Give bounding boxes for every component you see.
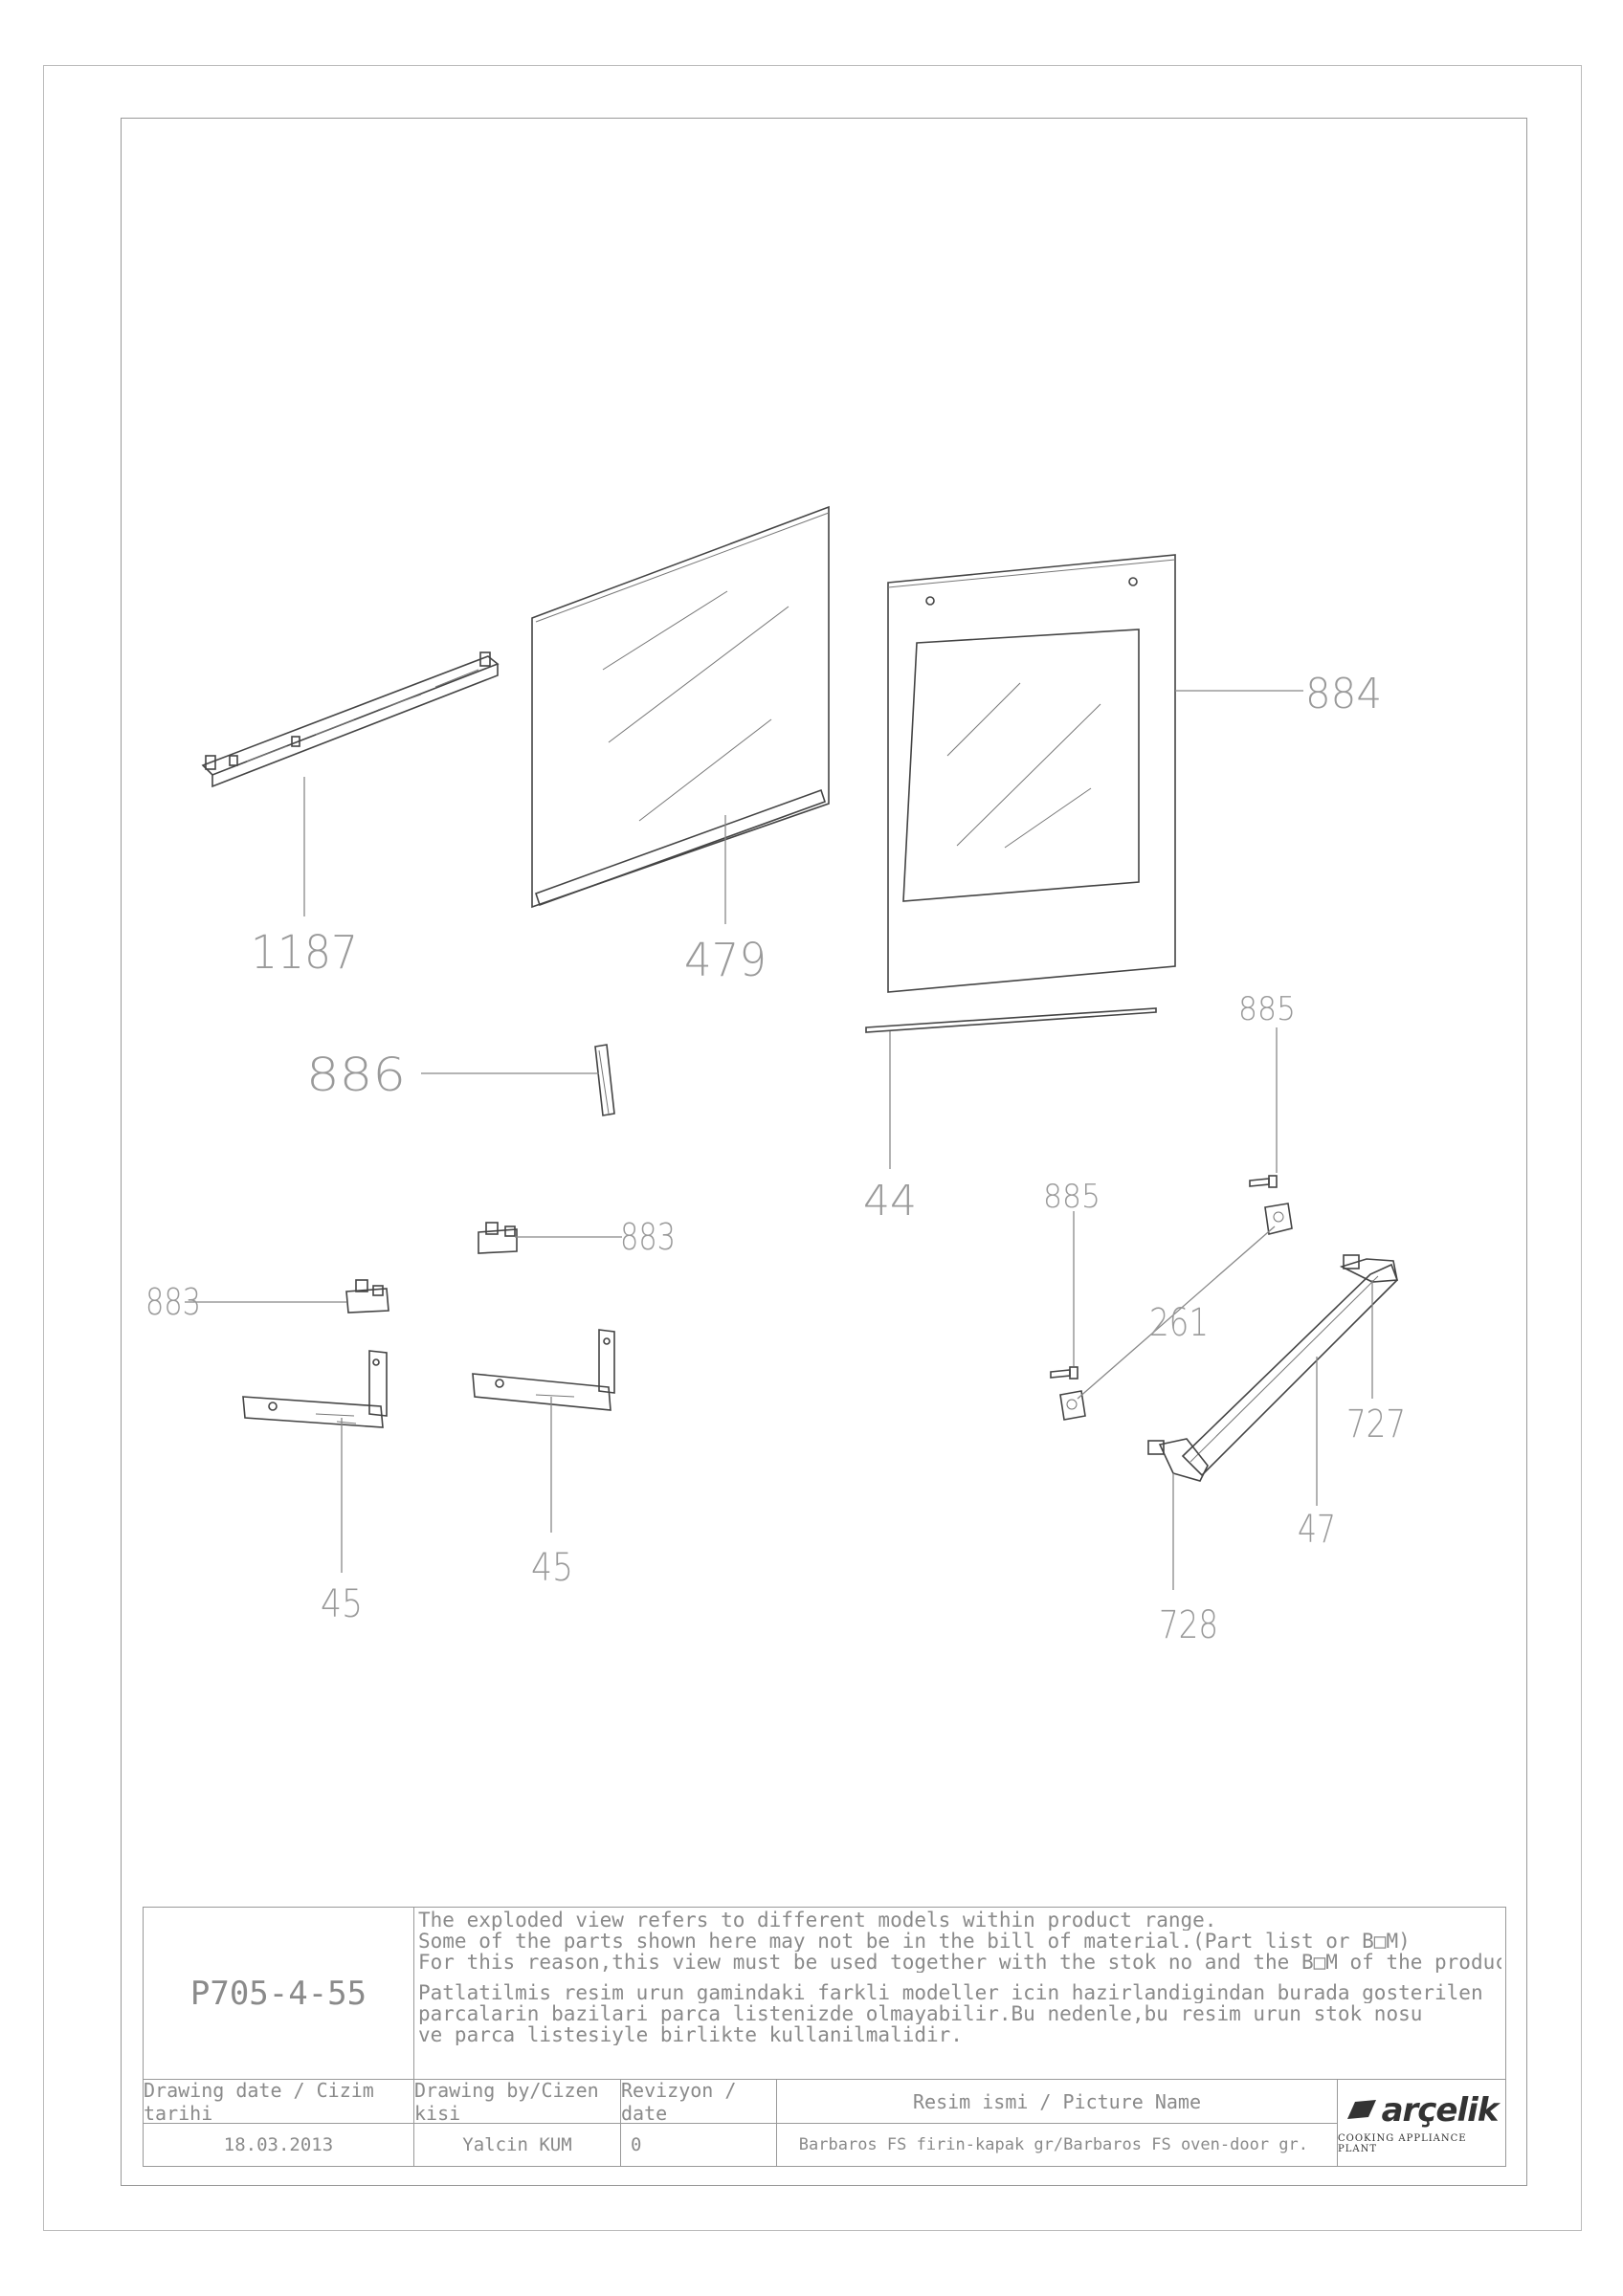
outer-frame — [43, 65, 1582, 2231]
header-revision: Revizyon / date — [621, 2079, 777, 2125]
logo-subtitle: COOKING APPLIANCE PLANT — [1338, 2133, 1467, 2154]
part-885-screw-mid — [1050, 1366, 1078, 1380]
callout-45-right: 45 — [531, 1546, 573, 1590]
callout-885-mid: 885 — [1043, 1178, 1101, 1216]
arcelik-logo: arçelik COOKING APPLIANCE PLANT — [1338, 2080, 1505, 2166]
callout-labels: 1187 479 884 886 885 44 883 883 885 261 … — [145, 670, 1406, 1647]
part-261-support-top — [1264, 1203, 1293, 1235]
part-1187-rail — [201, 651, 500, 788]
value-picture-name: Barbaros FS firin-kapak gr/Barbaros FS o… — [777, 2124, 1338, 2166]
callout-44: 44 — [863, 1177, 917, 1225]
part-884-outer-glass — [887, 554, 1176, 993]
part-883-left — [345, 1279, 389, 1314]
part-45-hinge-right — [472, 1329, 615, 1411]
value-drawing-date: 18.03.2013 — [144, 2124, 414, 2166]
callout-886: 886 — [306, 1049, 406, 1102]
header-drawing-by: Drawing by/Cizen kisi — [414, 2079, 621, 2125]
header-drawing-date: Drawing date / Cizim tarihi — [144, 2079, 414, 2125]
note-line: The exploded view refers to different mo… — [418, 1910, 1217, 1931]
value-revision: 0 — [621, 2124, 777, 2166]
drawing-code: P705-4-55 — [144, 1908, 414, 2080]
notes-panel: The exploded view refers to different mo… — [414, 1908, 1505, 2080]
callout-885-top: 885 — [1238, 990, 1296, 1028]
note-line: parcalarin bazilari parca listenizde olm… — [418, 2003, 1423, 2024]
part-886-pad — [594, 1044, 615, 1116]
part-261-support-bottom — [1059, 1390, 1086, 1421]
part-885-screw-top — [1249, 1175, 1278, 1188]
note-line: For this reason,this view must be used t… — [418, 1952, 1501, 1973]
callout-47: 47 — [1298, 1508, 1336, 1552]
drawing-border — [121, 118, 1527, 2186]
header-picture-name: Resim ismi / Picture Name — [777, 2080, 1338, 2124]
logo-swoosh-icon — [1346, 2100, 1376, 2119]
part-479-glass — [531, 505, 830, 909]
leader-lines — [185, 690, 1373, 1590]
callout-883-left: 883 — [145, 1281, 201, 1323]
logo-word: arçelik — [1381, 2091, 1500, 2130]
part-44-strip — [865, 1007, 1157, 1033]
part-727-end-cap — [1339, 1254, 1398, 1283]
callout-479: 479 — [684, 934, 767, 987]
callout-1187: 1187 — [251, 926, 358, 980]
part-883-upper — [478, 1222, 518, 1254]
callout-728: 728 — [1159, 1603, 1218, 1647]
part-45-hinge-left — [242, 1350, 388, 1428]
part-47-handle — [1181, 1263, 1398, 1477]
note-line: Some of the parts shown here may not be … — [418, 1931, 1411, 1952]
part-728-end-cap — [1147, 1438, 1209, 1482]
callout-261: 261 — [1149, 1301, 1209, 1345]
callout-883-upper: 883 — [620, 1216, 676, 1258]
title-block: P705-4-55 The exploded view refers to di… — [143, 1907, 1506, 2167]
callout-45-left: 45 — [321, 1582, 363, 1626]
callout-727: 727 — [1346, 1402, 1406, 1446]
note-line: Patlatilmis resim urun gamindaki farkli … — [418, 1982, 1483, 2003]
value-drawing-by: Yalcin KUM — [414, 2124, 621, 2166]
note-line: ve parca listesiyle birlikte kullanilmal… — [418, 2024, 963, 2045]
callout-884: 884 — [1305, 670, 1382, 718]
